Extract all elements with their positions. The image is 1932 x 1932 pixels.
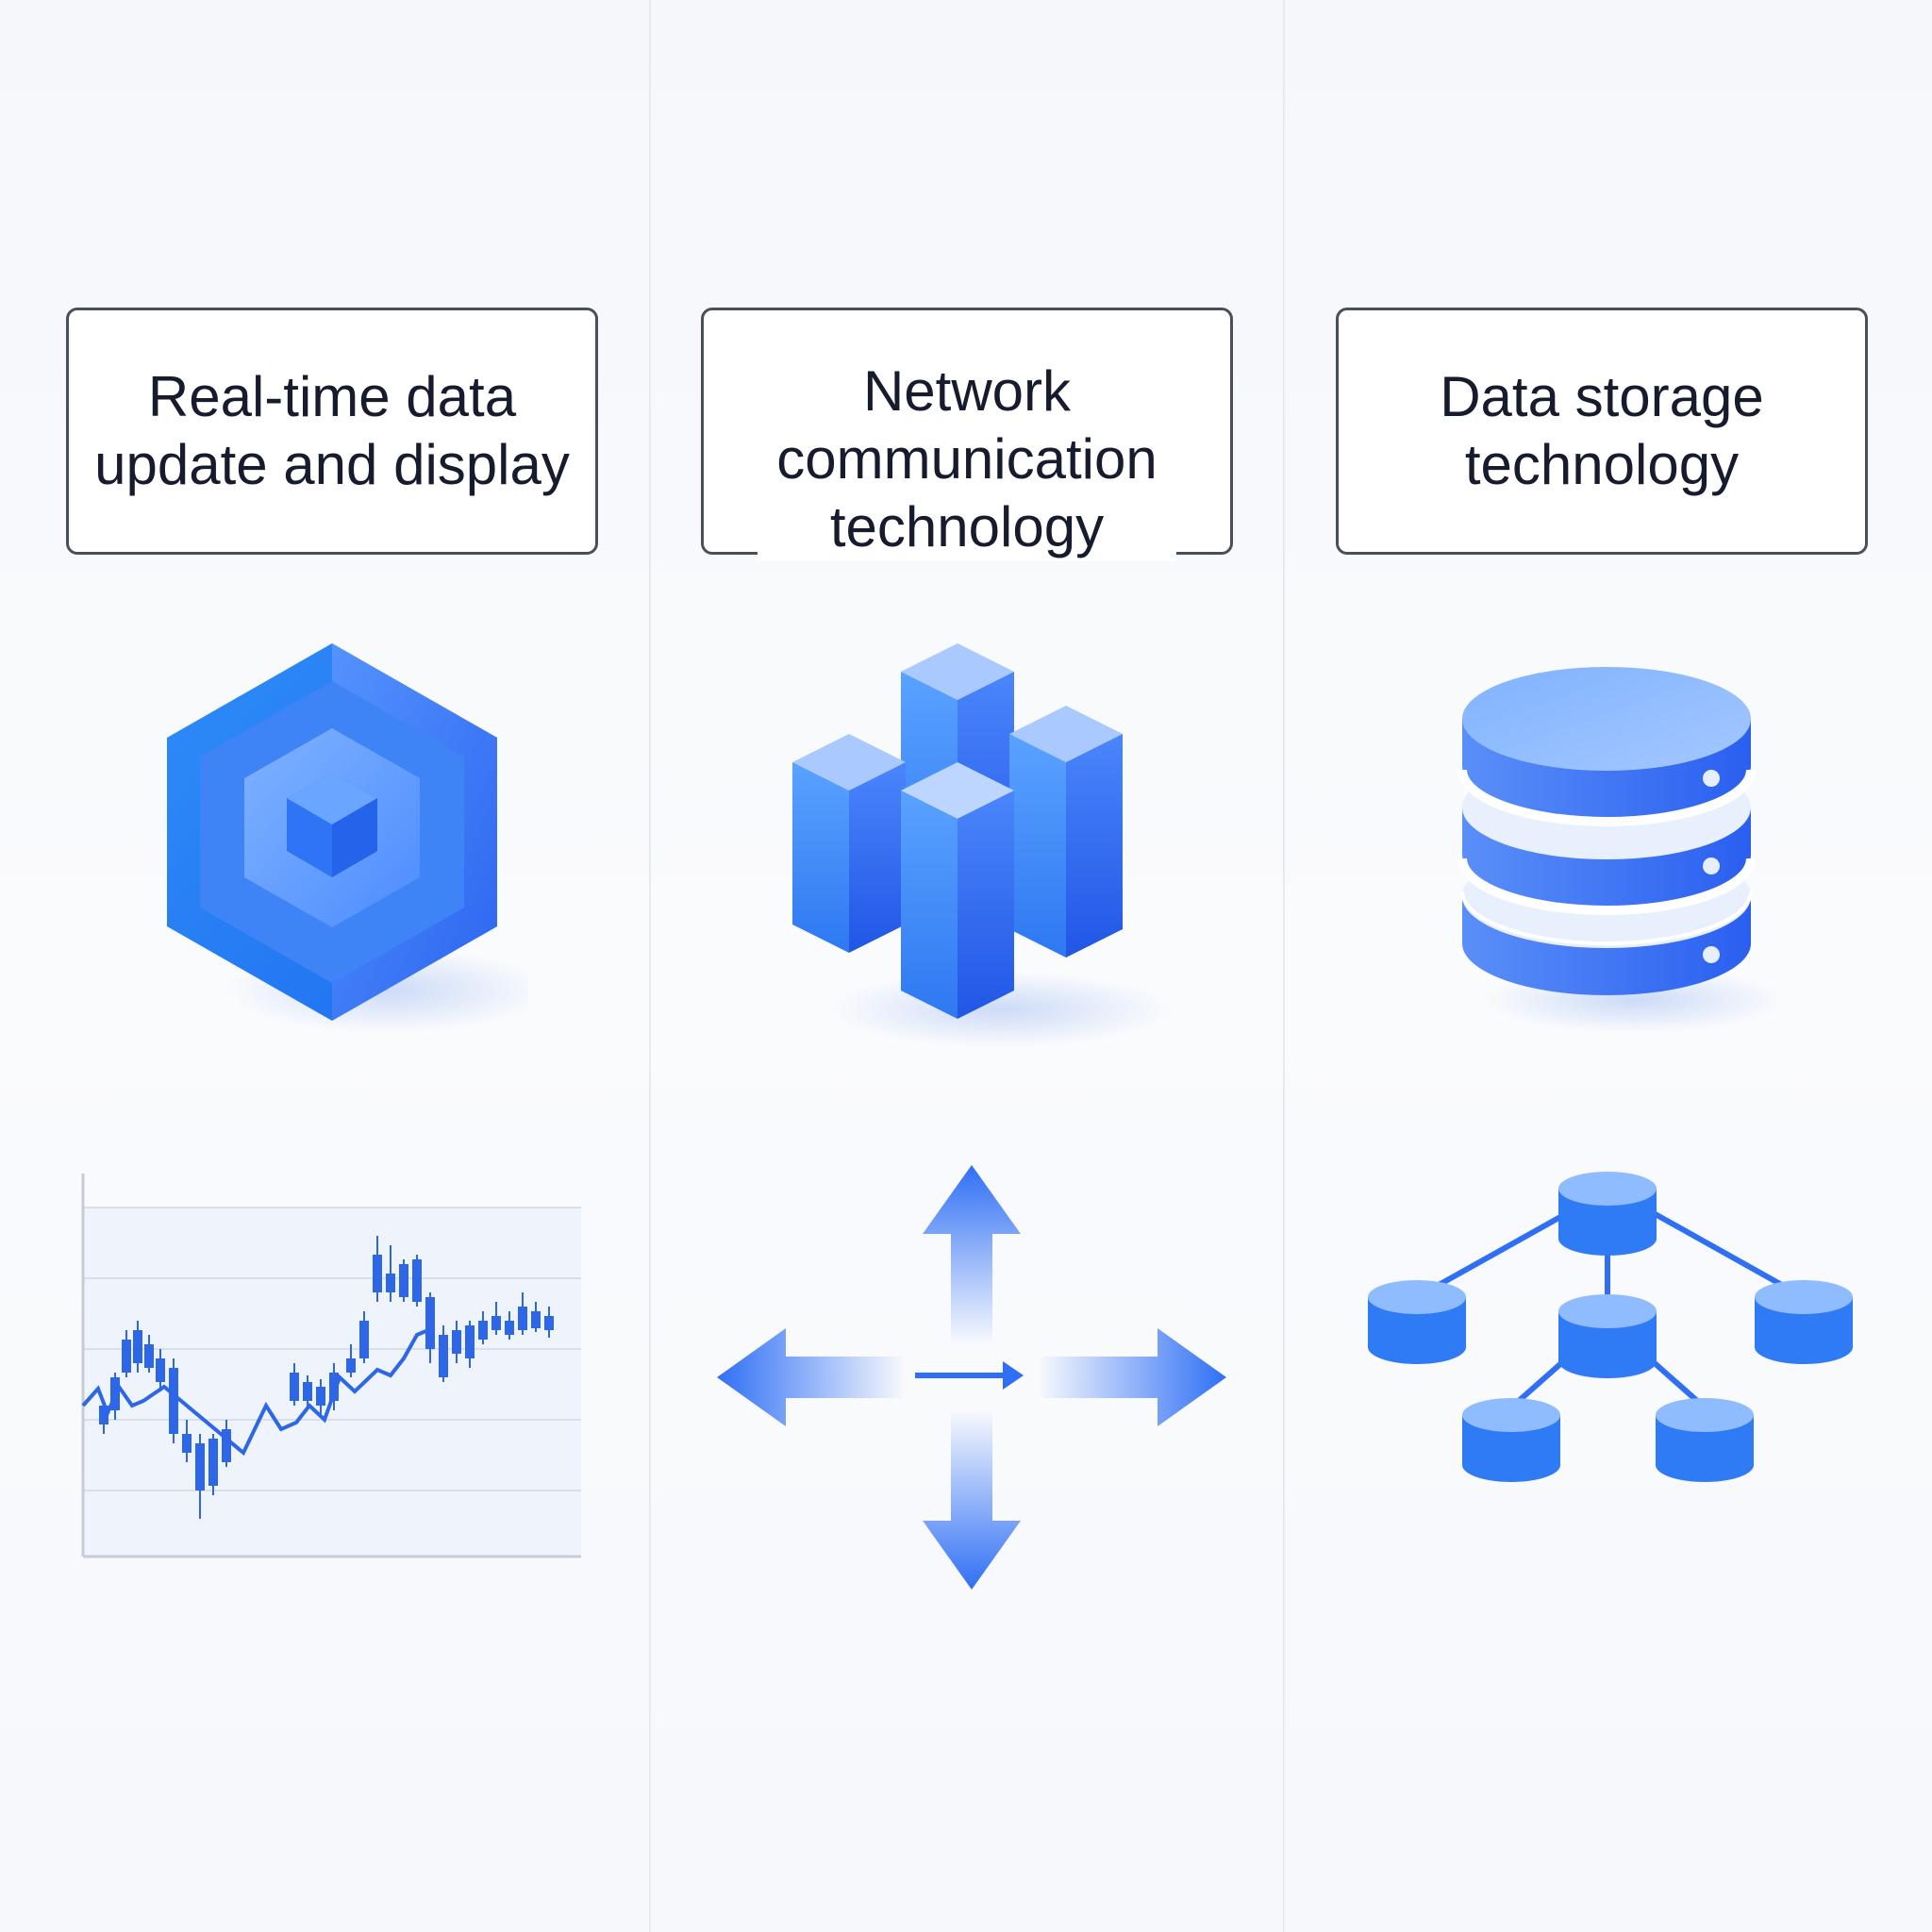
title-line: technology <box>829 495 1105 558</box>
candle-body <box>412 1259 422 1302</box>
title-data-storage: Data storage technology <box>1426 363 1777 499</box>
title-line: technology <box>1464 433 1740 496</box>
candle-body <box>329 1373 339 1401</box>
candle-body <box>465 1325 475 1358</box>
title-network-communication: Network communication technology <box>758 358 1176 561</box>
column-divider <box>649 0 651 1932</box>
candle-body <box>452 1330 461 1354</box>
database-node-icon <box>1558 1294 1657 1378</box>
candle-body <box>373 1255 382 1292</box>
candle-body <box>208 1439 218 1486</box>
title-line: update and display <box>94 433 570 496</box>
column-divider <box>1283 0 1285 1932</box>
candle-body <box>133 1330 142 1363</box>
title-box-data-storage: Data storage technology <box>1336 308 1868 555</box>
database-node-icon <box>1462 1398 1560 1482</box>
title-line: communication <box>776 427 1158 491</box>
candle-body <box>156 1358 165 1382</box>
candle-body <box>195 1443 205 1491</box>
candle-body <box>290 1373 299 1401</box>
candle-body <box>316 1387 325 1406</box>
hexagon-cube-icon <box>167 643 528 1033</box>
column-data-storage: Data storage technology <box>1285 0 1926 1932</box>
title-line: Network <box>862 359 1072 423</box>
database-icon <box>1457 667 1775 1033</box>
candle-body <box>99 1406 108 1424</box>
candle-body <box>359 1321 369 1358</box>
candle-body <box>544 1316 554 1330</box>
database-node-icon <box>1368 1280 1466 1364</box>
candle-body <box>425 1297 435 1349</box>
candle-body <box>531 1311 541 1328</box>
candle-body <box>505 1321 514 1335</box>
title-realtime-data: Real-time data update and display <box>81 363 583 499</box>
candle-body <box>144 1344 154 1368</box>
title-line: Data storage <box>1440 365 1764 428</box>
candle-body <box>182 1434 192 1453</box>
candle-body <box>478 1321 488 1340</box>
database-tree-icon <box>1368 1172 1853 1482</box>
candlestick-chart-icon <box>81 1174 581 1558</box>
four-way-arrows-icon <box>717 1165 1226 1590</box>
database-node-icon <box>1558 1172 1657 1256</box>
price-line <box>81 1328 429 1457</box>
candle-body <box>399 1264 408 1297</box>
column-realtime-data: Real-time data update and display <box>0 0 641 1932</box>
title-line: Real-time data <box>147 365 517 428</box>
candle-body <box>303 1382 312 1401</box>
candle-body <box>491 1316 501 1330</box>
title-box-network-communication: Network communication technology <box>701 308 1233 561</box>
candle-body <box>518 1307 527 1330</box>
candle-body <box>222 1429 231 1462</box>
candle-body <box>386 1274 395 1292</box>
candle-body <box>346 1358 356 1373</box>
candle-body <box>439 1335 448 1377</box>
database-node-icon <box>1755 1280 1853 1364</box>
database-node-icon <box>1656 1398 1754 1482</box>
candle-body <box>122 1340 131 1373</box>
bar-blocks-icon <box>792 643 1170 1047</box>
title-box-realtime-data: Real-time data update and display <box>66 308 598 555</box>
candle-body <box>169 1368 178 1434</box>
column-network-communication: Network communication technology <box>651 0 1292 1932</box>
